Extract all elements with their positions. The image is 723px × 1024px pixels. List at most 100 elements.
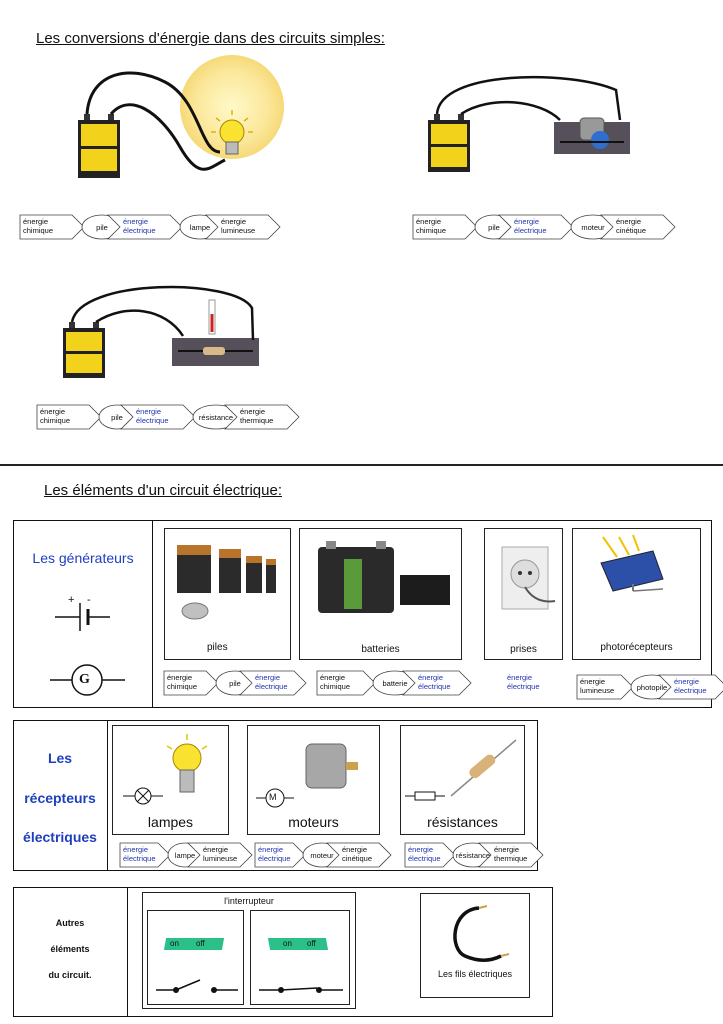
card-label: batteries (361, 644, 400, 655)
card-label: moteurs (288, 814, 339, 830)
resistor-symbol-icon (405, 739, 517, 801)
energy-arrow-shape (120, 404, 196, 430)
card-label: piles (207, 642, 228, 653)
battery-icon (78, 114, 120, 178)
generator-letter: G (79, 672, 90, 687)
battery-icon (428, 114, 470, 172)
energy-arrow-shape (576, 674, 634, 700)
car-battery-icon (318, 541, 450, 613)
card-label: résistances (427, 814, 498, 830)
energy-label: énergie électrique (418, 673, 451, 691)
wire (95, 309, 185, 337)
panel-divider (107, 720, 108, 871)
card-label: prises (510, 644, 537, 655)
batteries-small-icon (177, 545, 276, 620)
card-prises: prises (484, 528, 563, 660)
circuit-resistance-illustration (63, 285, 259, 378)
energy-chain: énergie chimique pile énergie électrique la… (19, 214, 281, 244)
receivers-header-line1: Les (47, 750, 73, 766)
receivers-header-line3: électriques (23, 829, 97, 845)
thermometer-icon (208, 299, 216, 335)
wire (435, 75, 622, 121)
switch-off: on off (250, 910, 350, 1005)
energy-label: énergie thermique (240, 407, 274, 425)
energy-label: énergie électrique (136, 407, 169, 425)
converter-label: pile (229, 679, 241, 688)
energy-arrow-shape (239, 670, 307, 696)
energy-arrow-shape (119, 842, 171, 868)
energy-arrow-shape (205, 214, 281, 240)
energy-arrow-shape (600, 214, 676, 240)
wires-label: Les fils électriques (437, 969, 513, 979)
closed-switch-symbol-icon (259, 987, 343, 993)
resistor-icon (178, 347, 253, 355)
converter-label: pile (111, 413, 123, 422)
converter-label: lampe (174, 851, 196, 860)
switch-off-label: off (307, 939, 316, 948)
others-header-line2: éléments (50, 944, 90, 954)
energy-label: énergie chimique (23, 217, 54, 235)
wire (460, 100, 561, 121)
motor-letter: M (269, 792, 277, 802)
energy-arrow-shape (326, 842, 392, 868)
energy-arrow-shape (658, 674, 723, 700)
converter-label: lampe (189, 223, 211, 232)
energy-label: énergie électrique (123, 217, 156, 235)
wires-card: Les fils électriques (420, 893, 530, 998)
energy-arrow-shape (498, 214, 574, 240)
energy-label: énergie chimique (40, 407, 71, 425)
card-resistances: résistances (400, 725, 525, 835)
switch-on-label: on (283, 939, 292, 948)
motor-icon (560, 117, 624, 149)
energy-arrow-shape (412, 214, 478, 240)
energy-arrow-shape (478, 842, 544, 868)
card-photorecepteurs: photorécepteurs (572, 528, 701, 660)
switch-on: on off (147, 910, 244, 1005)
circuit-motor-illustration (428, 75, 630, 172)
energy-label: énergie électrique (255, 673, 288, 691)
converter-label: résistance (455, 851, 491, 860)
energy-label: énergie chimique (320, 673, 351, 691)
others-header-line1: Autres (55, 918, 85, 928)
energy-arrow-shape (36, 404, 102, 430)
switch-title: l'interrupteur (224, 896, 274, 906)
energy-label: énergie cinétique (342, 845, 373, 863)
generators-header: Les générateurs (32, 550, 134, 566)
card-moteurs: M moteurs (247, 725, 380, 835)
energy-arrow-shape (254, 842, 306, 868)
card-label: lampes (147, 814, 194, 830)
wire-icon (453, 905, 510, 962)
lamp-icon (211, 110, 253, 155)
receivers-header-line2: récepteurs (24, 790, 96, 806)
converter-label: batterie (382, 679, 408, 688)
converter-label: moteur (581, 223, 605, 232)
energy-arrow-shape (402, 670, 472, 696)
card-lampes: lampes (112, 725, 229, 835)
section-divider (0, 464, 723, 466)
plus-sign: + (68, 594, 75, 606)
circuit-lamp-illustration (78, 55, 284, 178)
outlet-icon (501, 546, 556, 610)
section2-title: Les éléments d'un circuit électrique: (44, 482, 282, 499)
wire (70, 285, 255, 341)
others-header-line3: du circuit. (48, 970, 92, 980)
battery-icon (63, 322, 105, 378)
wire (109, 103, 226, 171)
card-label: photorécepteurs (600, 642, 673, 653)
card-piles: piles (164, 528, 291, 660)
energy-label: énergie chimique (416, 217, 447, 235)
energy-label: énergie électrique (123, 845, 156, 863)
converter-label: moteur (310, 851, 334, 860)
energy-label: énergie électrique (507, 673, 540, 691)
switch-off-label: off (196, 939, 205, 948)
converter-label: pile (96, 223, 108, 232)
light-glow (180, 55, 284, 159)
panel-divider (127, 887, 128, 1017)
